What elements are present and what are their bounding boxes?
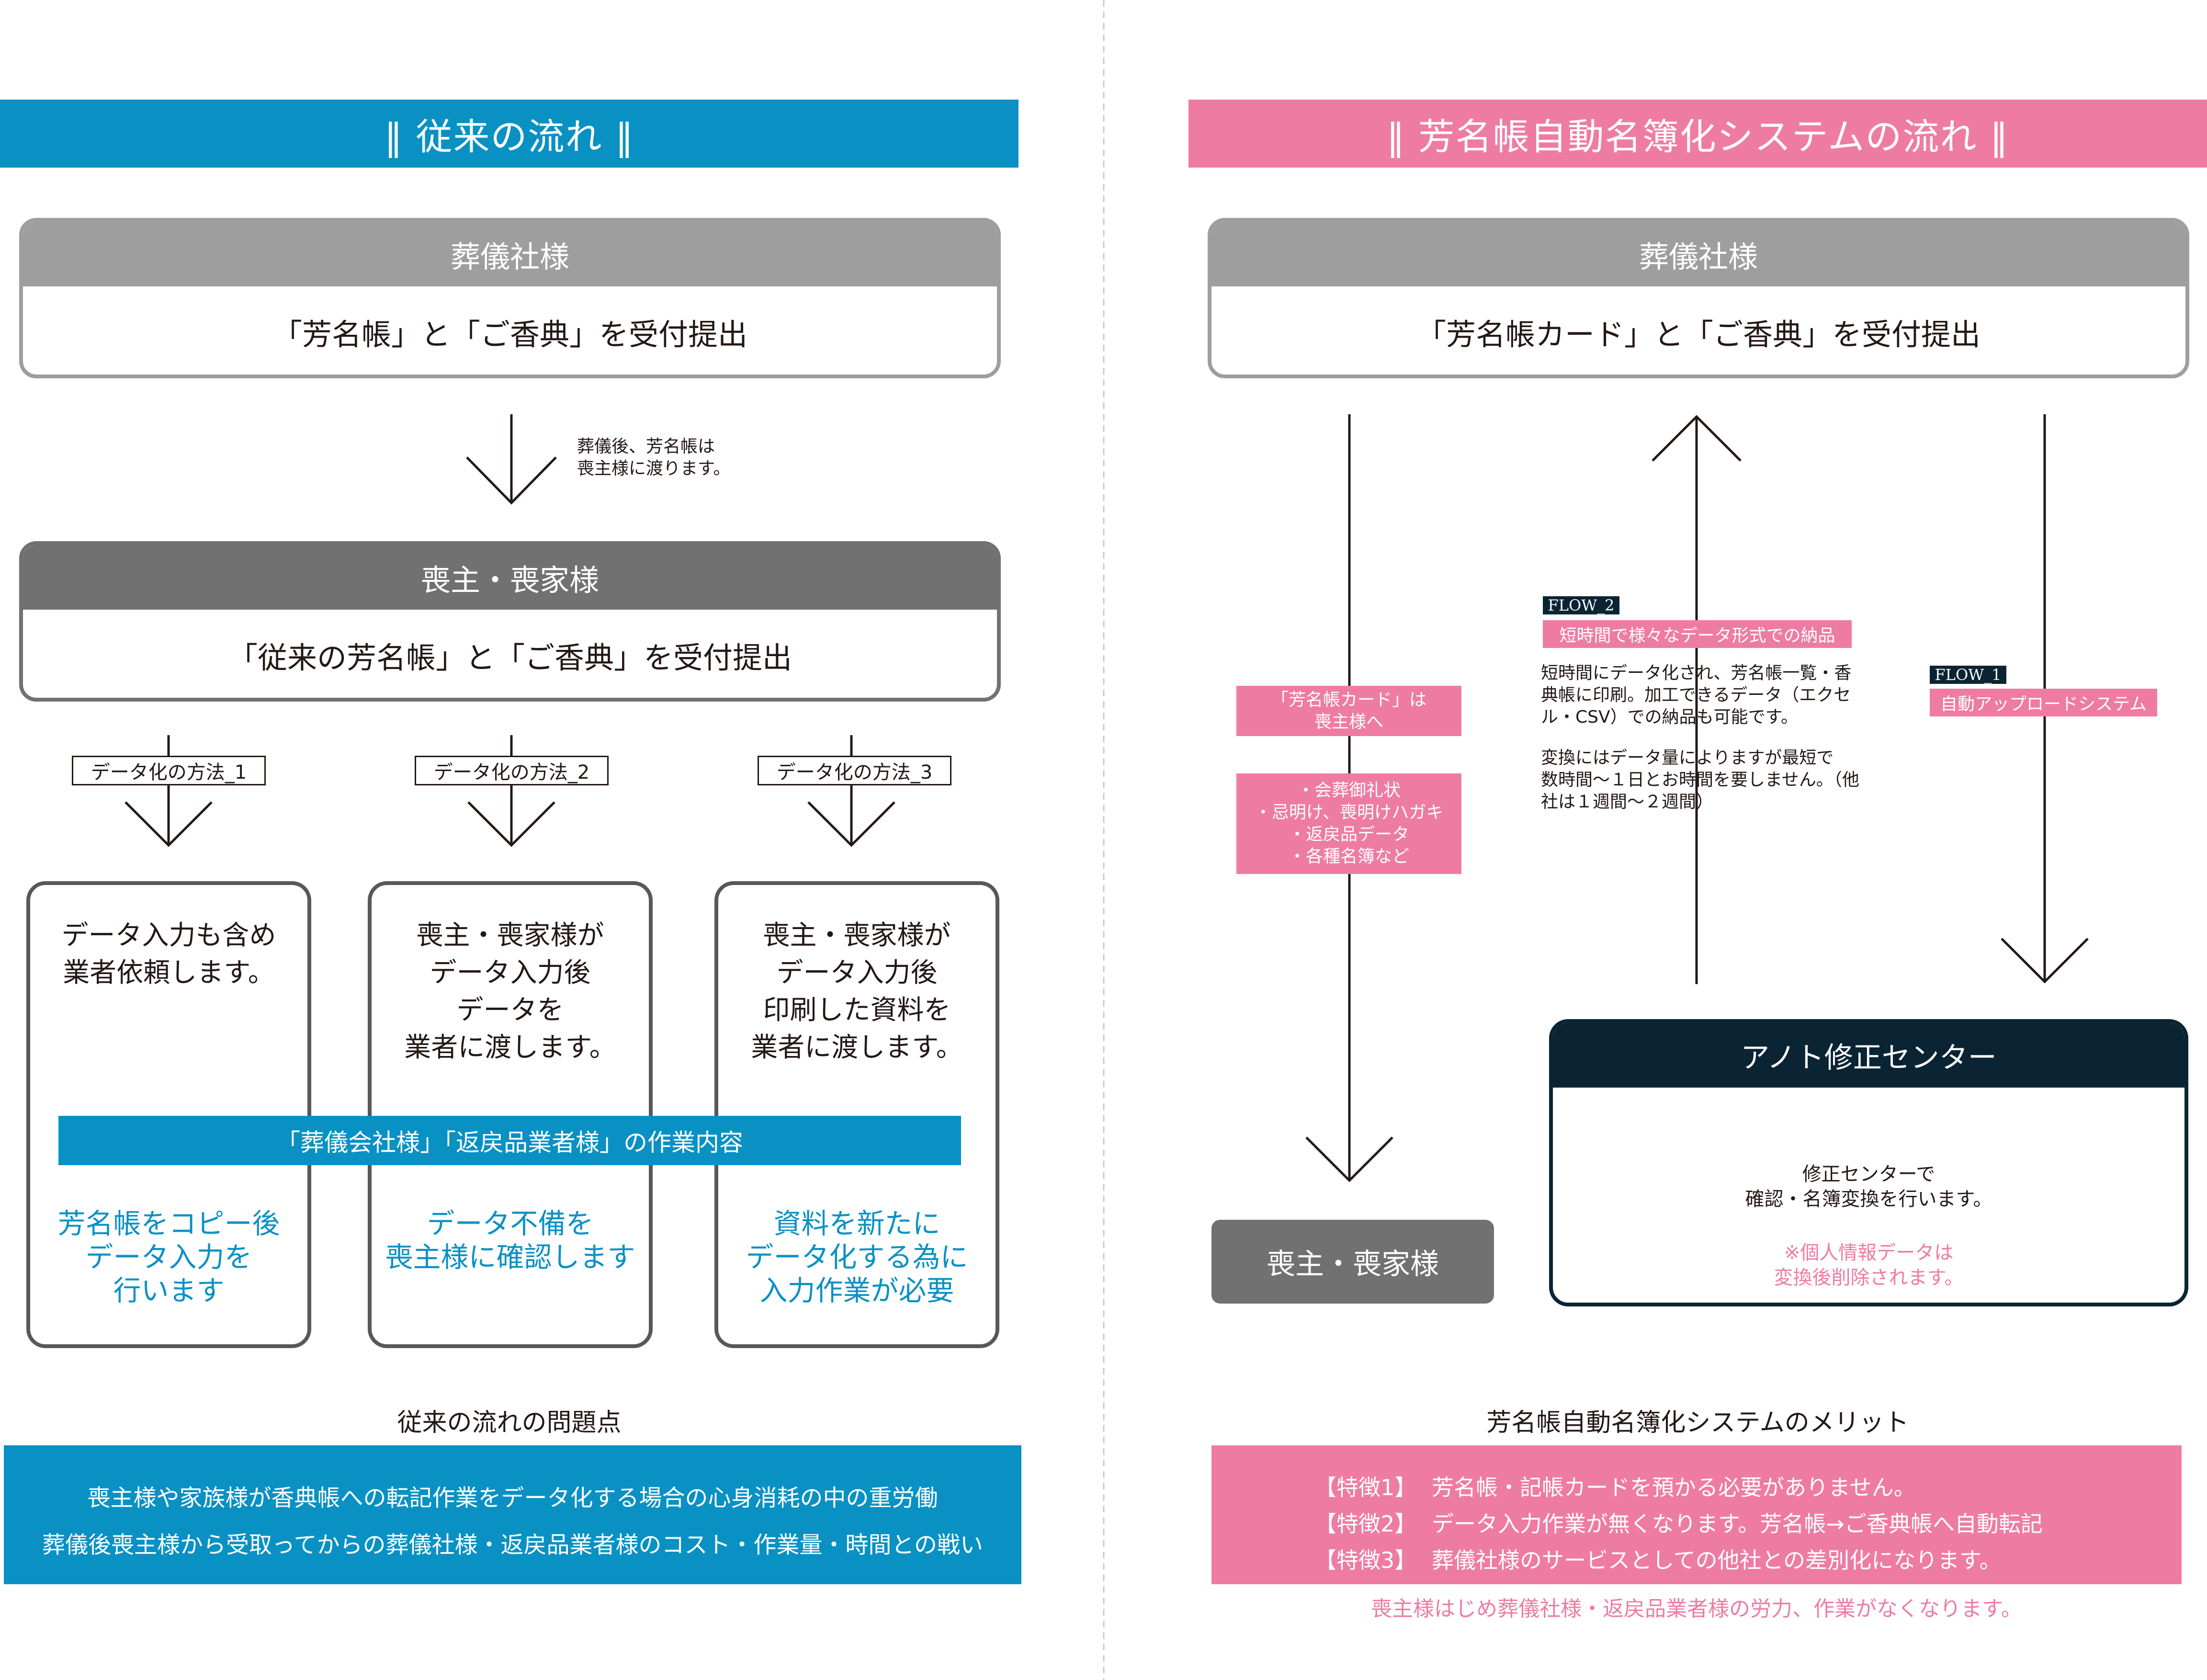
mourner-card-body: 「従来の芳名帳」と「ご香典」を受付提出 <box>227 640 792 675</box>
method-box-1 <box>26 881 311 1348</box>
left-mourner-card: 喪主・喪家様 「従来の芳名帳」と「ご香典」を受付提出 <box>19 541 1001 702</box>
method-text-1: データ入力も含め 業者依頼します。 <box>61 920 276 988</box>
mourner-card-title: 喪主・喪家様 <box>23 545 997 610</box>
right-funeral-card-title: 葬儀社様 <box>1211 222 2185 286</box>
right-mourner-label: 喪主・喪家様 <box>1267 1248 1439 1281</box>
flow1-title: 自動アップロードシステム <box>1930 689 2157 716</box>
problem-item-1: 喪主様や家族様が香典帳への転記作業をデータ化する場合の心身消耗の中の重労働 <box>87 1485 938 1511</box>
arrow-down-1 <box>466 414 557 505</box>
left-funeral-card: 葬儀社様 「芳名帳」と「ご香典」を受付提出 <box>19 218 1001 378</box>
anoto-center-title: アノト修正センター <box>1553 1023 2184 1088</box>
right-funeral-card-body: 「芳名帳カード」と「ご香典」を受付提出 <box>1416 317 1981 352</box>
merit-label-3: 【特徴3】 <box>1314 1547 1417 1573</box>
merit-item-2: 【特徴2】データ入力作業が無くなります。芳名帳→ご香典帳へ自動転記 <box>1314 1507 2043 1538</box>
merit-text-3: 葬儀社様のサービスとしての他社との差別化になります。 <box>1432 1547 2002 1573</box>
arrow-note: 葬儀後、芳名帳は 喪主様に渡ります。 <box>577 437 731 478</box>
method-text-2: 喪主・喪家様が データ入力後 データを 業者に渡します。 <box>404 920 616 1063</box>
flow2-tag: FLOW_2 <box>1543 596 1619 614</box>
method-tag-2: データ化の方法_2 <box>415 756 609 785</box>
method-box-2 <box>368 881 653 1348</box>
funeral-card-title: 葬儀社様 <box>23 222 997 286</box>
merits-title: 芳名帳自動名簿化システムのメリット <box>1486 1408 1909 1437</box>
right-funeral-card: 葬儀社様 「芳名帳カード」と「ご香典」を受付提出 <box>1208 218 2189 378</box>
merits-box: 【特徴1】芳名帳・記帳カードを預かる必要がありません。 【特徴2】データ入力作業… <box>1211 1445 2182 1584</box>
work-content-bar: 「葬儀会社様」「返戻品業者様」の作業内容 <box>58 1116 961 1165</box>
merit-item-3: 【特徴3】葬儀社様のサービスとしての他社との差別化になります。 <box>1314 1543 2002 1575</box>
flow2-text-1: 短時間にデータ化され、芳名帳一覧・香 典帳に印刷。加工できるデータ（エクセ ル・… <box>1541 663 1852 727</box>
flow1-tag: FLOW_1 <box>1930 666 2006 684</box>
problems-box: 喪主様や家族様が香典帳への転記作業をデータ化する場合の心身消耗の中の重労働 葬儀… <box>4 1445 1021 1584</box>
problem-item-2: 葬儀後喪主様から受取ってからの葬儀社様・返戻品業者様のコスト・作業量・時間との戦… <box>42 1532 984 1558</box>
merit-text-1: 芳名帳・記帳カードを預かる必要がありません。 <box>1432 1475 1916 1500</box>
items-label: ・会葬御礼状 ・忌明け、喪明けハガキ ・返戻品データ ・各種名簿など <box>1236 773 1461 874</box>
merit-item-1: 【特徴1】芳名帳・記帳カードを預かる必要がありません。 <box>1314 1470 1916 1502</box>
left-banner: ‖ 従来の流れ ‖ <box>0 100 1019 168</box>
merit-label-2: 【特徴2】 <box>1314 1511 1417 1537</box>
right-banner-title: ‖ 芳名帳自動名簿化システムの流れ ‖ <box>1386 115 2009 158</box>
right-mourner-box: 喪主・喪家様 <box>1211 1220 1494 1304</box>
method-tag-1: データ化の方法_1 <box>72 756 266 785</box>
method-box-3 <box>714 881 999 1348</box>
right-banner: ‖ 芳名帳自動名簿化システムの流れ ‖ <box>1188 100 2207 168</box>
work-content-label: 「葬儀会社様」「返戻品業者様」の作業内容 <box>276 1128 743 1157</box>
problems-title: 従来の流れの問題点 <box>397 1408 622 1437</box>
anoto-center-text: 修正センターで 確認・名簿変換を行います。 <box>1745 1163 1992 1210</box>
method-result-2: データ不備を 喪主様に確認します <box>385 1207 635 1273</box>
left-banner-title: ‖ 従来の流れ ‖ <box>384 115 634 158</box>
flow2-text-2: 変換にはデータ量によりますが最短で 数時間〜１日とお時間を要しません。（他 社は… <box>1541 748 1859 812</box>
flow2-title: 短時間で様々なデータ形式での納品 <box>1543 620 1852 648</box>
closing-text: 喪主様はじめ葬儀社様・返戻品業者様の労力、作業がなくなります。 <box>1371 1597 2022 1621</box>
merit-label-1: 【特徴1】 <box>1314 1475 1417 1500</box>
merit-text-2: データ入力作業が無くなります。芳名帳→ご香典帳へ自動転記 <box>1432 1511 2043 1537</box>
method-tag-3: データ化の方法_3 <box>758 756 951 785</box>
anoto-center-card: アノト修正センター 修正センターで 確認・名簿変換を行います。 ※個人情報データ… <box>1549 1019 2188 1306</box>
funeral-card-body: 「芳名帳」と「ご香典」を受付提出 <box>272 317 747 352</box>
card-label: 「芳名帳カード」は 喪主様へ <box>1236 686 1461 736</box>
method-result-3: 資料を新たに データ化する為に 入力作業が必要 <box>746 1207 968 1307</box>
method-text-3: 喪主・喪家様が データ入力後 印刷した資料を 業者に渡します。 <box>751 920 963 1063</box>
anoto-center-note: ※個人情報データは 変換後削除されます。 <box>1774 1242 1964 1289</box>
method-result-1: 芳名帳をコピー後 データ入力を 行います <box>57 1207 280 1307</box>
